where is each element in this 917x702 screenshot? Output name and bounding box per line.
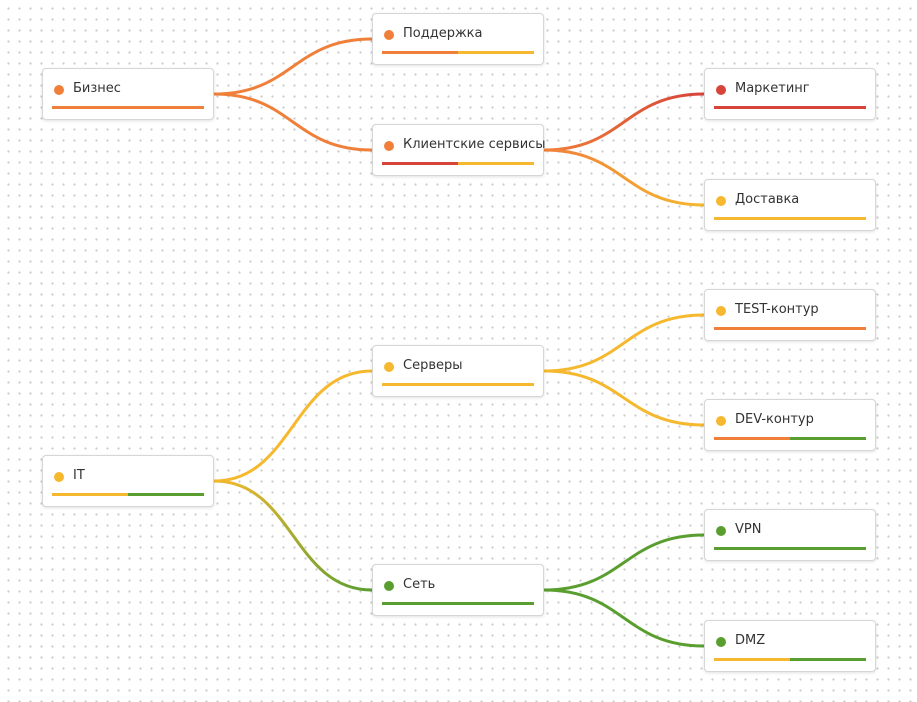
node-label: VPN <box>735 522 762 537</box>
node-dev[interactable]: DEV-контур <box>704 399 876 451</box>
link-servery-test <box>542 313 706 373</box>
node-label: Клиентские сервисы <box>403 137 546 152</box>
status-bar-segment <box>714 437 790 440</box>
link-set-vpn <box>542 533 706 592</box>
node-biznes[interactable]: Бизнес <box>42 68 214 120</box>
status-bar-segment <box>790 437 866 440</box>
status-bar <box>382 51 534 54</box>
status-bar-segment <box>52 493 128 496</box>
status-dot-icon <box>716 85 726 95</box>
status-bar <box>52 493 204 496</box>
status-bar <box>714 106 866 109</box>
status-dot-icon <box>384 141 394 151</box>
status-bar <box>382 383 534 386</box>
status-bar <box>714 437 866 440</box>
status-bar-segment <box>128 493 204 496</box>
node-label: Поддержка <box>403 26 483 41</box>
node-set[interactable]: Сеть <box>372 564 544 616</box>
node-label: Маркетинг <box>735 81 810 96</box>
node-label: Серверы <box>403 358 463 373</box>
link-it-servery <box>212 369 374 483</box>
status-bar-segment <box>790 327 866 330</box>
status-bar-segment <box>382 162 458 165</box>
status-bar-segment <box>382 51 458 54</box>
status-dot-icon <box>716 526 726 536</box>
status-bar-segment <box>458 602 534 605</box>
status-bar-segment <box>458 51 534 54</box>
link-biznes-podderzhka <box>212 37 374 96</box>
status-dot-icon <box>716 416 726 426</box>
link-klientskie-dostavka <box>542 148 706 207</box>
status-dot-icon <box>54 472 64 482</box>
node-label: IT <box>73 468 85 483</box>
status-bar-segment <box>714 327 790 330</box>
node-vpn[interactable]: VPN <box>704 509 876 561</box>
link-biznes-klientskie <box>212 92 374 152</box>
status-bar-segment <box>790 217 866 220</box>
status-bar-segment <box>790 658 866 661</box>
status-bar-segment <box>458 162 534 165</box>
status-bar <box>52 106 204 109</box>
node-label: Доставка <box>735 192 800 207</box>
status-bar-segment <box>128 106 204 109</box>
node-it[interactable]: IT <box>42 455 214 507</box>
status-dot-icon <box>716 196 726 206</box>
status-bar-segment <box>382 602 458 605</box>
status-bar-segment <box>714 217 790 220</box>
status-bar <box>714 658 866 661</box>
status-bar-segment <box>714 658 790 661</box>
node-label: DMZ <box>735 633 766 648</box>
link-klientskie-marketing <box>542 92 706 152</box>
node-label: TEST-контур <box>735 302 819 317</box>
status-bar-segment <box>790 547 866 550</box>
status-bar <box>382 602 534 605</box>
node-label: Сеть <box>403 577 436 592</box>
status-dot-icon <box>716 306 726 316</box>
status-bar <box>714 217 866 220</box>
node-podderzhka[interactable]: Поддержка <box>372 13 544 65</box>
status-bar-segment <box>790 106 866 109</box>
status-dot-icon <box>384 362 394 372</box>
status-bar-segment <box>714 106 790 109</box>
link-servery-dev <box>542 369 706 427</box>
status-dot-icon <box>54 85 64 95</box>
status-dot-icon <box>716 637 726 647</box>
status-dot-icon <box>384 30 394 40</box>
node-label: Бизнес <box>73 81 121 96</box>
status-bar-segment <box>52 106 128 109</box>
node-dmz[interactable]: DMZ <box>704 620 876 672</box>
node-label: DEV-контур <box>735 412 814 427</box>
link-set-dmz <box>542 588 706 648</box>
node-klientskie[interactable]: Клиентские сервисы <box>372 124 546 176</box>
status-bar <box>382 162 534 165</box>
node-servery[interactable]: Серверы <box>372 345 544 397</box>
status-bar-segment <box>382 383 458 386</box>
status-bar-segment <box>714 547 790 550</box>
status-bar-segment <box>458 383 534 386</box>
status-dot-icon <box>384 581 394 591</box>
status-bar <box>714 327 866 330</box>
node-test[interactable]: TEST-контур <box>704 289 876 341</box>
node-dostavka[interactable]: Доставка <box>704 179 876 231</box>
link-it-set <box>212 479 374 592</box>
status-bar <box>714 547 866 550</box>
node-marketing[interactable]: Маркетинг <box>704 68 876 120</box>
